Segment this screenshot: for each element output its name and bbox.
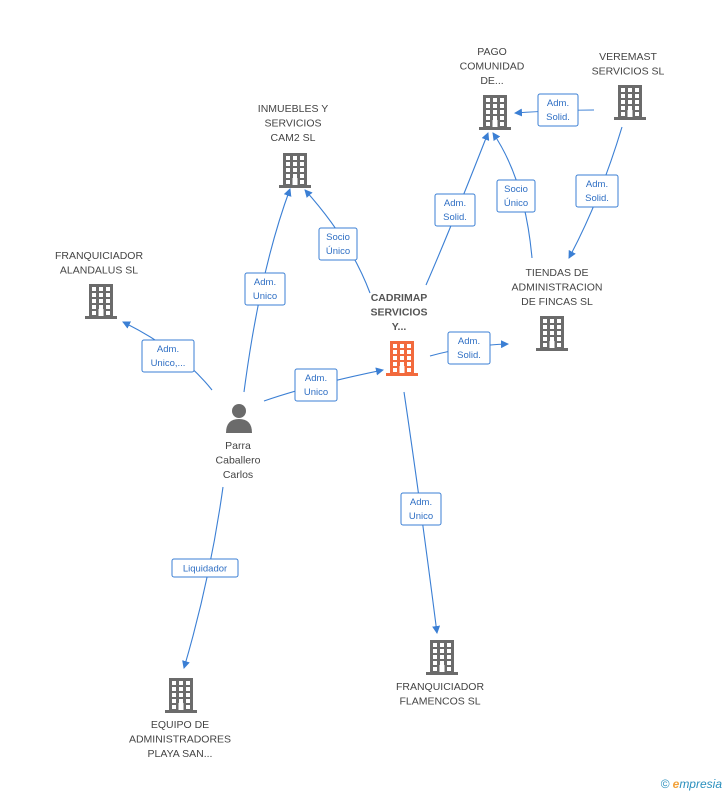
edge-veremast-to-tiendas: Adm. Solid. [568, 126, 623, 259]
edge-label-text: Solid. [457, 350, 481, 361]
node-label-line: Caballero [216, 455, 261, 467]
node-flamencos[interactable]: FRANQUICIADOR FLAMENCOS SL [396, 640, 485, 708]
node-label-line: SERVICIOS [371, 307, 428, 319]
edge-label-text: Solid. [585, 193, 609, 204]
edge-veremast-to-pago: Adm. Solid. [514, 93, 595, 127]
edge-label-box[interactable] [434, 193, 476, 227]
node-label-line: Y... [392, 321, 407, 333]
edge-cadrimap-to-tiendas: Adm. Solid. [429, 331, 509, 365]
node-label-line: SERVICIOS [265, 118, 322, 130]
node-inmuebles[interactable]: INMUEBLES Y SERVICIOS CAM2 SL [258, 103, 328, 188]
node-veremast[interactable]: VEREMAST SERVICIOS SL [592, 51, 665, 120]
node-label-line: CAM2 SL [271, 132, 316, 144]
edge-label-text: Adm. [586, 179, 608, 190]
edge-label-text: Liquidador [183, 564, 227, 575]
edge-parra-to-alandalus: Adm. Unico,... [122, 321, 213, 391]
node-label-line: PLAYA SAN... [148, 748, 213, 760]
edge-label-text: Adm. [254, 277, 276, 288]
building-icon[interactable] [536, 316, 568, 351]
edge-label-text: Adm. [444, 198, 466, 209]
node-label-line: DE FINCAS SL [521, 296, 593, 308]
node-label-line: DE... [480, 75, 503, 87]
edge-label-text: Unico [253, 291, 277, 302]
edge-parra-to-cadrimap: Adm. Unico [263, 367, 384, 402]
node-label-line: ADMINISTRACION [511, 282, 602, 294]
node-label-line: Parra [225, 440, 251, 452]
edge-label-box[interactable] [400, 492, 442, 526]
brand-logo: empresia [672, 777, 722, 791]
node-tiendas[interactable]: TIENDAS DE ADMINISTRACION DE FINCAS SL [511, 267, 603, 351]
edge-label-box[interactable] [447, 331, 491, 365]
node-label-line: FLAMENCOS SL [399, 696, 480, 708]
edge-label-text: Único [326, 246, 350, 257]
building-icon[interactable] [426, 640, 458, 675]
node-label-line: EQUIPO DE [151, 719, 209, 731]
building-icon[interactable] [479, 95, 511, 130]
node-equipo[interactable]: EQUIPO DE ADMINISTRADORES PLAYA SAN... [129, 678, 231, 760]
building-icon[interactable] [165, 678, 197, 713]
node-label-line: CADRIMAP [371, 292, 428, 304]
edge-label-text: Adm. [547, 98, 569, 109]
copyright-symbol: © [660, 777, 670, 791]
edge-label-text: Adm. [410, 497, 432, 508]
edge-label-text: Socio [504, 184, 528, 195]
node-label-line: Carlos [223, 469, 253, 481]
edge-cadrimap-to-pago: Adm. Solid. [425, 132, 490, 286]
building-icon[interactable] [85, 284, 117, 319]
person-icon[interactable] [226, 404, 252, 433]
node-label-line: VEREMAST [599, 51, 657, 63]
building-icon[interactable] [386, 341, 418, 376]
node-cadrimap[interactable]: CADRIMAP SERVICIOS Y... [371, 292, 428, 376]
edge-label-text: Unico [304, 387, 328, 398]
edge-label-text: Socio [326, 232, 350, 243]
node-label-line: ADMINISTRADORES [129, 734, 231, 746]
node-label-line: COMUNIDAD [460, 61, 525, 73]
node-pago[interactable]: PAGO COMUNIDAD DE... [460, 46, 525, 130]
node-label-line: TIENDAS DE [525, 267, 588, 279]
edge-label-text: Adm. [458, 336, 480, 347]
node-label-line: SERVICIOS SL [592, 66, 665, 78]
edge-label-box[interactable] [537, 93, 579, 127]
edge-line [182, 486, 224, 669]
edge-label-box[interactable] [496, 179, 536, 213]
node-label-line: FRANQUICIADOR [55, 250, 144, 262]
edge-label-text: Unico,... [151, 358, 186, 369]
node-alandalus[interactable]: FRANQUICIADOR ALANDALUS SL [55, 250, 144, 319]
edge-label-text: Único [504, 198, 528, 209]
edge-label-text: Unico [409, 511, 433, 522]
edge-label-text: Solid. [546, 112, 570, 123]
edge-label-box[interactable] [141, 339, 195, 373]
building-icon[interactable] [614, 85, 646, 120]
footer-brand: ©empresia [661, 777, 722, 791]
edge-label-box[interactable] [318, 227, 358, 261]
node-label-line: FRANQUICIADOR [396, 681, 485, 693]
node-label-line: INMUEBLES Y [258, 103, 328, 115]
edge-label-text: Adm. [157, 344, 179, 355]
edge-parra-to-inmuebles: Adm. Unico [243, 188, 292, 393]
edge-label-box[interactable] [575, 174, 619, 208]
edge-cadrimap-to-flamencos: Adm. Unico [400, 391, 442, 634]
edge-label-text: Solid. [443, 212, 467, 223]
node-label-line: ALANDALUS SL [60, 265, 138, 277]
edge-label-box[interactable] [244, 272, 286, 306]
edge-label-box[interactable] [171, 558, 239, 578]
edge-label-text: Adm. [305, 373, 327, 384]
edge-parra-to-equipo: Liquidador [171, 486, 239, 669]
node-label-line: PAGO [477, 46, 507, 58]
edge-label-box[interactable] [294, 368, 338, 402]
building-icon[interactable] [279, 153, 311, 188]
